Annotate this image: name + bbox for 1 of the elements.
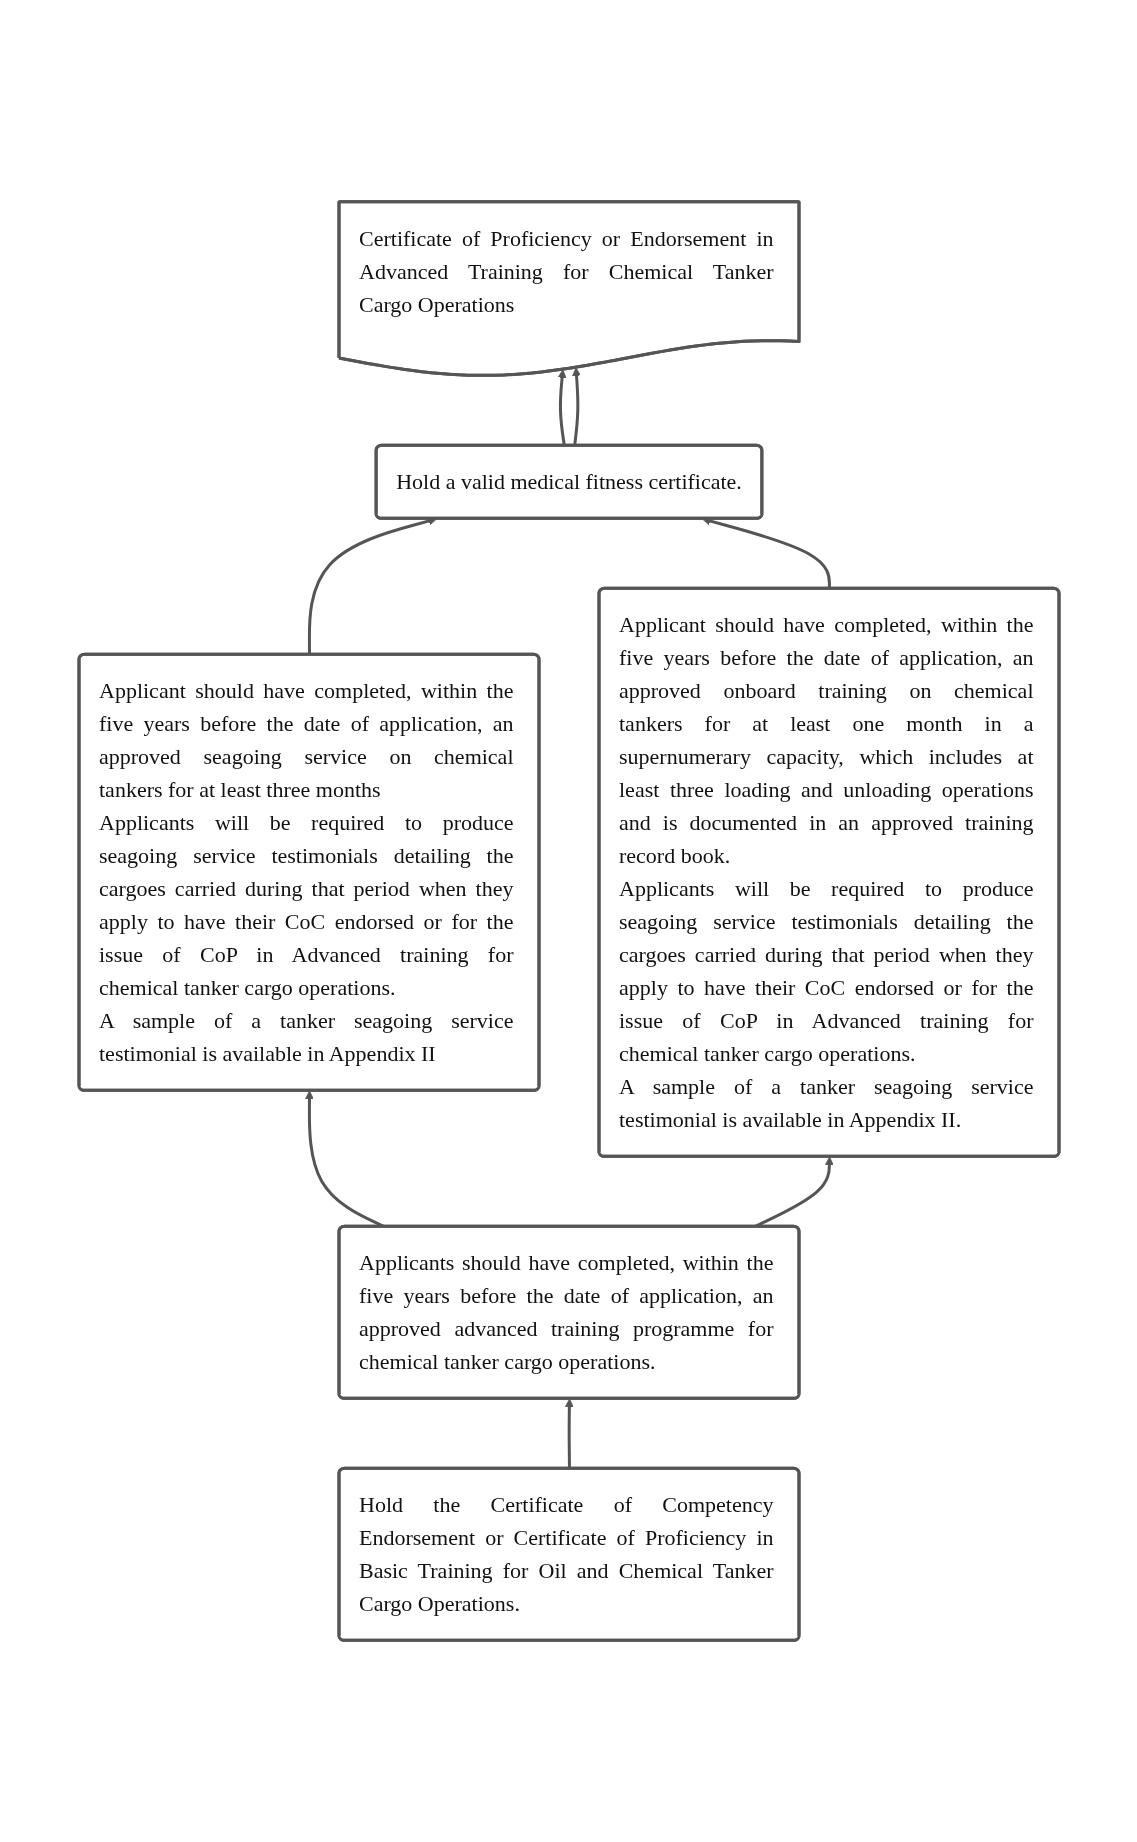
arrow xyxy=(564,1398,574,1469)
